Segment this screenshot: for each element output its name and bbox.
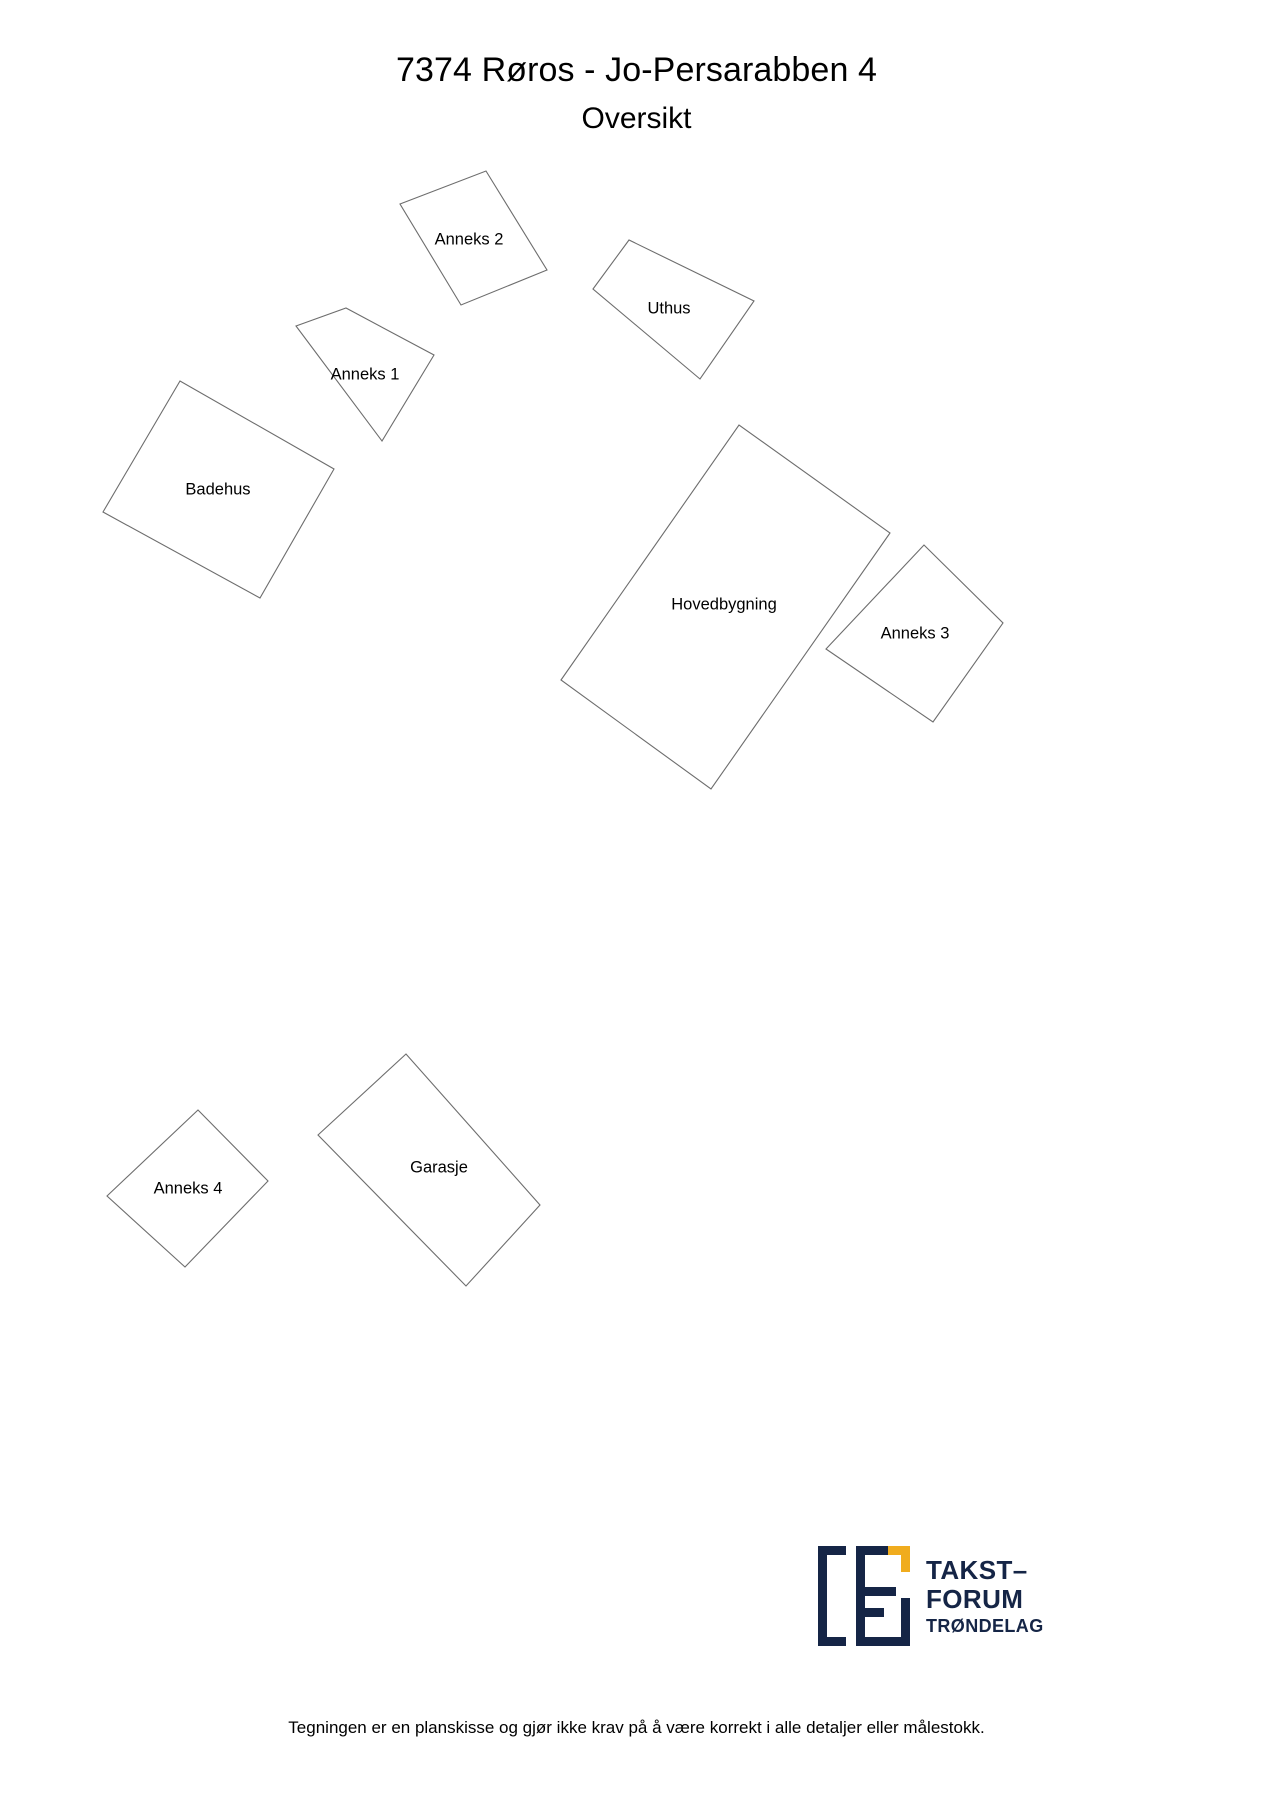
building-anneks-4[interactable]: Anneks 4 [106, 1109, 269, 1268]
logo-wordmark: TAKST– FORUM TRØNDELAG [926, 1557, 1044, 1635]
building-label-anneks-3: Anneks 3 [881, 624, 950, 642]
building-label-anneks-4: Anneks 4 [154, 1179, 223, 1197]
document-header: 7374 Røros - Jo-Persarabben 4 Oversikt [0, 48, 1273, 140]
page-title: 7374 Røros - Jo-Persarabben 4 [395, 51, 878, 89]
logo-text-forum: FORUM [926, 1584, 1024, 1614]
building-outline-anneks-4[interactable] [106, 1109, 269, 1268]
building-outline-badehus[interactable] [102, 380, 335, 599]
building-anneks-1[interactable]: Anneks 1 [295, 307, 435, 442]
logo-bracket-mark-icon [818, 1546, 910, 1646]
takst-forum-logo: TAKST– FORUM TRØNDELAG [816, 1540, 1048, 1652]
building-hovedbygning[interactable]: Hovedbygning [560, 424, 891, 790]
disclaimer-text: Tegningen er en planskisse og gjør ikke … [288, 1718, 985, 1737]
building-outline-anneks-1[interactable] [295, 307, 435, 442]
building-anneks-2[interactable]: Anneks 2 [399, 170, 548, 306]
building-label-anneks-1: Anneks 1 [331, 365, 400, 383]
building-outline-hovedbygning[interactable] [560, 424, 891, 790]
document-footer: Tegningen er en planskisse og gjør ikke … [0, 1718, 1273, 1738]
building-label-badehus: Badehus [185, 480, 250, 498]
building-outline-anneks-2[interactable] [399, 170, 548, 306]
building-label-hovedbygning: Hovedbygning [671, 595, 777, 613]
building-label-uthus: Uthus [647, 299, 690, 317]
building-garasje[interactable]: Garasje [317, 1053, 541, 1287]
building-outline-garasje[interactable] [317, 1053, 541, 1287]
building-outline-anneks-3[interactable] [825, 544, 1004, 723]
logo-text-trondelag: TRØNDELAG [926, 1616, 1044, 1636]
building-label-anneks-2: Anneks 2 [435, 230, 504, 248]
page-subtitle: Oversikt [581, 102, 692, 135]
logo-text-takst: TAKST– [926, 1555, 1028, 1585]
building-anneks-3[interactable]: Anneks 3 [825, 544, 1004, 723]
building-uthus[interactable]: Uthus [592, 239, 755, 380]
building-badehus[interactable]: Badehus [102, 380, 335, 599]
building-outline-uthus[interactable] [592, 239, 755, 380]
building-label-garasje: Garasje [410, 1158, 468, 1176]
